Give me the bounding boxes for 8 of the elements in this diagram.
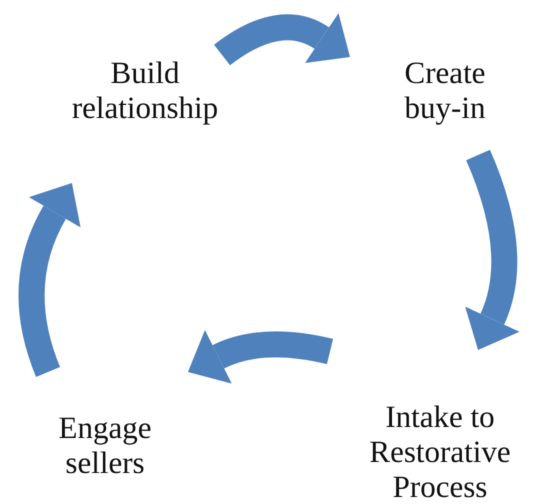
node-label: Engage sellers (58, 410, 152, 480)
curved-block-arrow (187, 329, 333, 384)
node-label: Create buy-in (404, 55, 486, 125)
node-label: Intake to Restorative Process (368, 399, 512, 504)
curved-block-arrow (18, 182, 82, 377)
curved-block-arrow (214, 12, 352, 66)
curved-block-arrow (464, 150, 520, 351)
node-label: Build relationship (70, 55, 220, 125)
